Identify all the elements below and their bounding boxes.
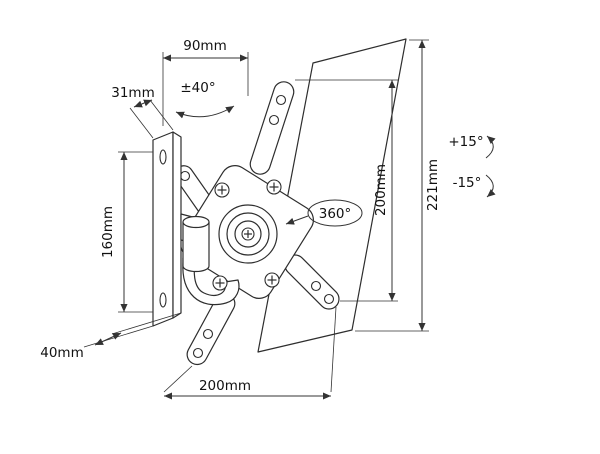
- swivel-arm: [180, 213, 240, 306]
- label-tilt-down: -15°: [453, 175, 482, 191]
- dimension-90mm: 90mm: [162, 38, 249, 126]
- dimension-40mm: 40mm: [40, 312, 182, 361]
- dimension-200mm-right: 200mm: [295, 79, 398, 302]
- label-31mm: 31mm: [111, 85, 154, 101]
- label-tilt-up: +15°: [448, 134, 483, 150]
- dimension-160mm: 160mm: [100, 151, 153, 313]
- plate-screw-top-left: [214, 182, 230, 198]
- label-swivel-angle: ±40°: [180, 80, 215, 96]
- dimension-221mm: 221mm: [355, 39, 441, 332]
- dimension-200mm-bottom: 200mm: [163, 306, 337, 400]
- label-160mm: 160mm: [100, 206, 116, 258]
- vesa-arm-top: [249, 81, 295, 175]
- vesa-arm-bottom-left: [186, 292, 236, 366]
- rotation-annotation: 360°: [285, 199, 363, 227]
- vesa-arm-bottom-right: [284, 254, 340, 310]
- label-221mm: 221mm: [425, 159, 441, 211]
- dimension-31mm: 31mm: [111, 85, 174, 139]
- label-200mm-right: 200mm: [373, 164, 389, 216]
- tilt-annotation: +15° -15°: [448, 134, 496, 198]
- swivel-angle-annotation: ±40°: [175, 80, 235, 119]
- plate-screw-bottom-left: [212, 275, 228, 291]
- label-40mm: 40mm: [40, 345, 83, 361]
- rotation-hub: [218, 204, 278, 264]
- plate-screw-top-right: [266, 179, 282, 195]
- label-rotation: 360°: [319, 206, 352, 222]
- center-screw: [241, 227, 255, 241]
- label-90mm: 90mm: [183, 38, 226, 54]
- plate-screw-bottom-right: [264, 272, 280, 288]
- wall-plate: [152, 131, 182, 327]
- label-200mm-bottom: 200mm: [199, 378, 251, 394]
